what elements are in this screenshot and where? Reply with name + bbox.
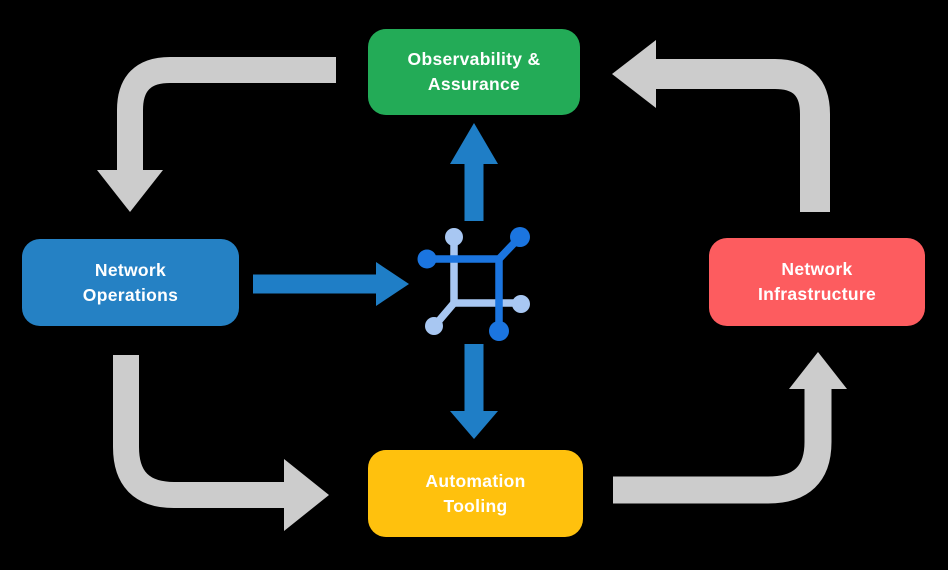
arrow-automation-to-infrastructure: [613, 352, 847, 504]
node-label-line: Infrastructure: [758, 284, 876, 304]
node-observability-assurance: Observability & Assurance: [368, 29, 580, 115]
arrow-observability-to-operations: [97, 57, 336, 212]
arrow-center-to-observability: [450, 123, 498, 221]
arrow-operations-to-automation: [113, 355, 329, 531]
node-label-line: Operations: [82, 284, 179, 305]
node-label-line: Network: [94, 259, 167, 280]
network-mesh-icon: [417, 227, 530, 341]
node-network-operations: Network Operations: [22, 239, 239, 326]
node-label-line: Network: [781, 259, 853, 280]
node-automation-tooling: Automation Tooling: [368, 450, 583, 537]
node-label-line: Assurance: [427, 74, 521, 94]
arrow-operations-to-center: [253, 262, 409, 306]
node-label-line: Automation: [425, 470, 526, 491]
node-label-line: Tooling: [443, 495, 508, 516]
node-label-line: Observability &: [407, 49, 541, 70]
arrow-center-to-automation: [450, 344, 498, 439]
arrow-infrastructure-to-observability: [612, 40, 830, 212]
node-network-infrastructure: Network Infrastructure: [709, 238, 925, 326]
